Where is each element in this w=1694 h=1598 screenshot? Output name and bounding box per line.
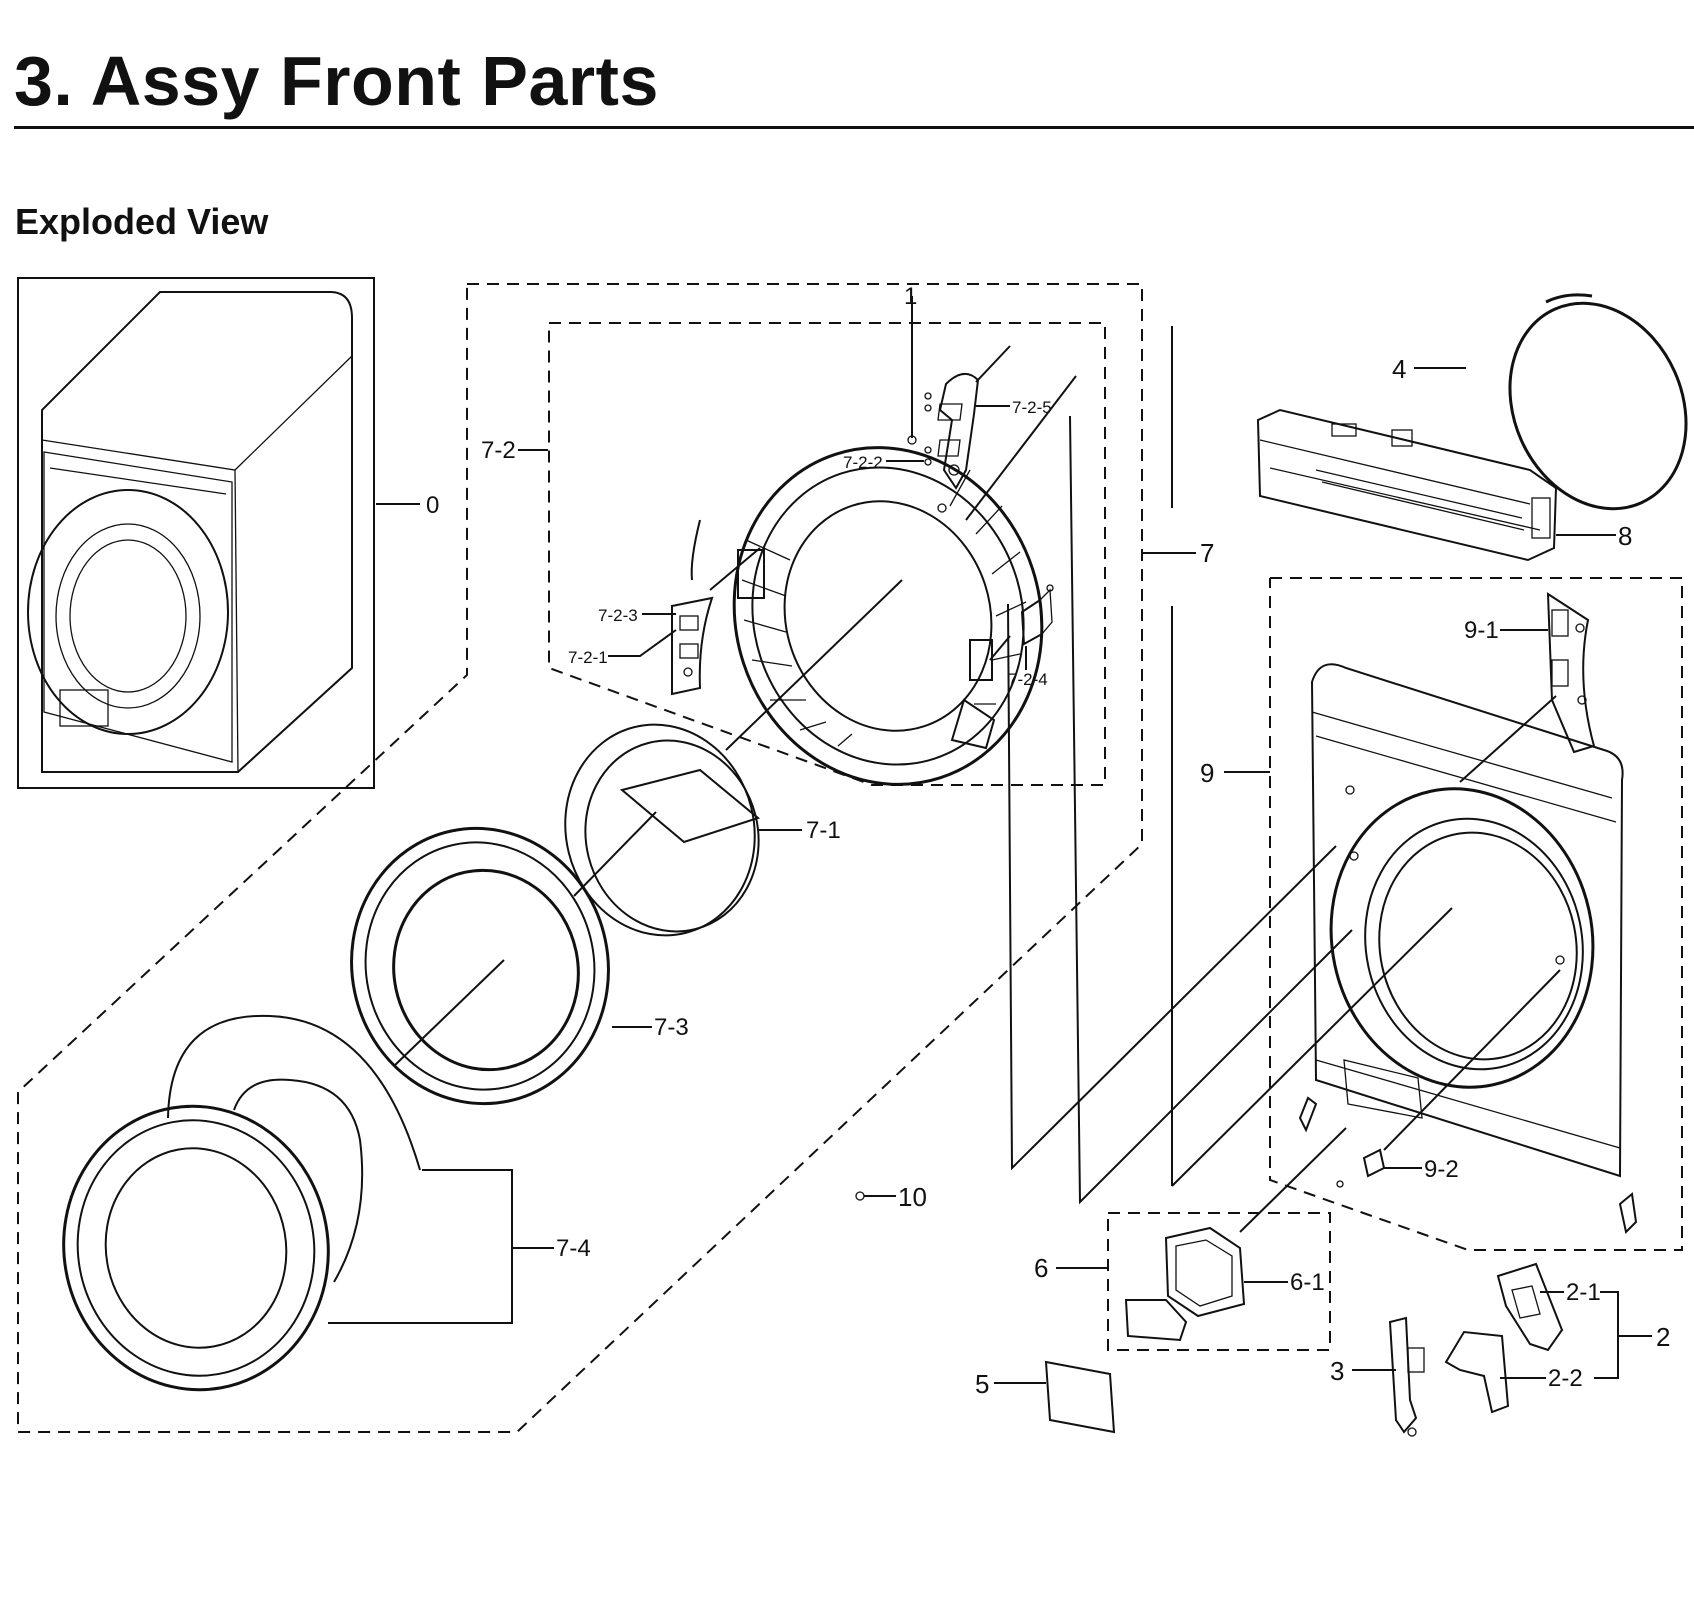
callout-2-2: 2-2: [1548, 1365, 1583, 1392]
door-assembly-outline: [17, 283, 1143, 1433]
callout-3: 3: [1330, 1356, 1344, 1386]
part-7-2-door-frame: [732, 446, 1044, 786]
callout-7-2-1: 7-2-1: [568, 648, 608, 667]
callout-10: 10: [898, 1182, 927, 1212]
duct-assembly-outline: [1107, 1212, 1331, 1351]
callout-2-1: 2-1: [1566, 1279, 1601, 1306]
axis-9-2: [1383, 969, 1561, 1151]
part-9-1-bracket: [1546, 592, 1596, 754]
callout-0: 0: [426, 492, 439, 519]
axis-7-1-to-7-3: [573, 811, 657, 897]
door-frame-outline: [548, 322, 1106, 786]
part-7-2-5-hinge: [937, 373, 980, 490]
axis-6-1: [1239, 1127, 1347, 1233]
callout-7-2-3: 7-2-3: [598, 606, 638, 625]
callout-7-2: 7-2: [481, 437, 516, 464]
hinge-axis-lines: [965, 375, 1077, 521]
bracket-7-4: [328, 1169, 513, 1324]
callout-6-1: 6-1: [1290, 1269, 1325, 1296]
callout-5: 5: [975, 1369, 989, 1399]
part-3-door-switch: [1388, 1316, 1425, 1437]
part-0-assembled-washer: [17, 277, 375, 789]
callout-7-4: 7-4: [556, 1235, 591, 1262]
callout-9-2: 9-2: [1424, 1156, 1459, 1183]
callout-7: 7: [1200, 538, 1214, 568]
exploded-axis-lines: [1007, 415, 1557, 1205]
callout-7-2-5: 7-2-5: [1012, 398, 1052, 417]
callout-7-1: 7-1: [806, 817, 841, 844]
part-7-2-4-latch: [1020, 584, 1054, 646]
callout-2: 2: [1656, 1322, 1670, 1352]
part-5-cover: [1044, 1360, 1116, 1434]
part-10-screw: [855, 1191, 896, 1201]
latch-axis: [989, 635, 1011, 661]
part-7-1-inner-glass: [564, 723, 761, 937]
section-title: Exploded View: [15, 201, 269, 242]
leader-7-2-1: [608, 629, 677, 657]
callout-1: 1: [904, 283, 917, 310]
callout-4: 4: [1392, 354, 1406, 384]
callout-7-2-2: 7-2-2: [843, 453, 883, 472]
part-6-1-duct: [1124, 1226, 1246, 1342]
part-7-4-door-glass: [62, 1014, 421, 1392]
part-7-2-3-door-hook: [671, 519, 714, 696]
part-1-screws: [907, 296, 947, 513]
callout-7-3: 7-3: [654, 1014, 689, 1041]
page-title: 3. Assy Front Parts: [14, 42, 659, 120]
callout-9-1: 9-1: [1464, 617, 1499, 644]
axis-7-3-to-7-4: [393, 959, 505, 1067]
part-9-2-clip: [1336, 1148, 1386, 1188]
part-4-top-cover: [1508, 293, 1688, 511]
callout-7-2-4: 7-2-4: [1008, 670, 1048, 689]
part-2-hinge-bracket: [1444, 1262, 1564, 1414]
part-8-control-panel: [1256, 408, 1558, 562]
part-9-front-panel: [1298, 663, 1638, 1235]
axis-7-2-to-7-1: [725, 579, 903, 751]
part-7-3-door-cover: [350, 826, 610, 1106]
callout-6: 6: [1034, 1253, 1048, 1283]
hook-axis: [709, 547, 761, 591]
callout-9: 9: [1200, 758, 1214, 788]
title-rule: [14, 126, 1694, 129]
front-panel-outline: [1269, 577, 1683, 1251]
callout-8: 8: [1618, 521, 1632, 551]
hinge-bracket-line: [975, 345, 1011, 383]
